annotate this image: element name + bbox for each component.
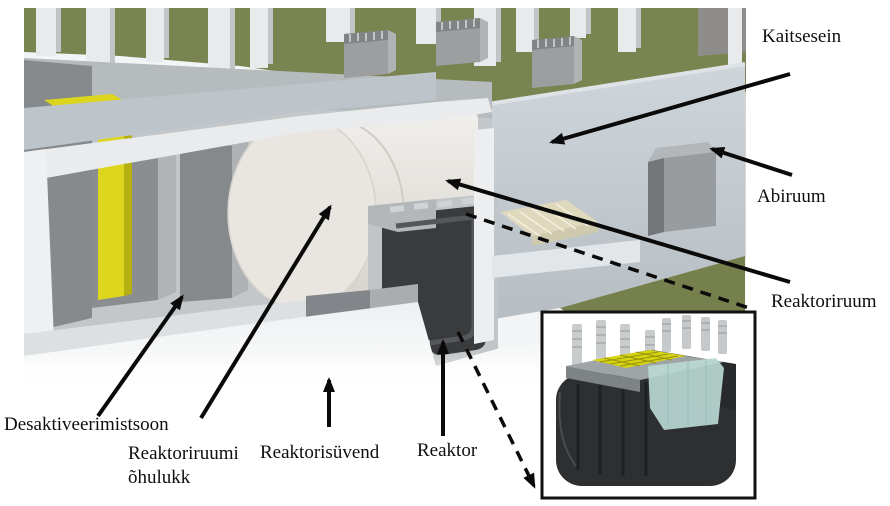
label-kaitsesein: Kaitsesein bbox=[762, 26, 842, 47]
building-render bbox=[24, 8, 746, 392]
label-abiruum: Abiruum bbox=[757, 186, 826, 207]
annotation-labels: Kaitsesein Abiruum Reaktoriruum Desaktiv… bbox=[4, 26, 877, 488]
label-reaktorisyvend: Reaktorisüvend bbox=[260, 442, 380, 463]
abiruum-arrow bbox=[709, 147, 793, 177]
label-desaktiveerimistsoon: Desaktiveerimistsoon bbox=[4, 414, 169, 435]
pool-teal bbox=[648, 358, 724, 430]
desaktiveerimistsoon-arrow bbox=[96, 294, 184, 418]
roof-vents bbox=[344, 18, 582, 88]
kaitsesein-arrow bbox=[549, 72, 791, 145]
label-ohulukk-line1: Reaktoriruumi bbox=[128, 443, 239, 464]
auxiliary-room-box bbox=[648, 142, 716, 236]
control-rod-drives-back bbox=[662, 315, 727, 354]
vessel-ribs bbox=[576, 381, 648, 476]
label-reaktoriruum: Reaktoriruum bbox=[771, 291, 877, 312]
ohulukk-arrow bbox=[199, 204, 332, 420]
vessel-highlight bbox=[558, 391, 577, 467]
inset-callout-dashed-bottom bbox=[456, 331, 536, 489]
core-grid-lines bbox=[599, 351, 679, 367]
vent-pillars bbox=[36, 8, 742, 110]
top-frame-front bbox=[566, 366, 640, 392]
reaktoriruum-arrow bbox=[445, 178, 791, 284]
label-ohulukk-line2: õhulukk bbox=[128, 467, 191, 488]
inset-reactor-vessel bbox=[556, 315, 736, 486]
label-reaktor: Reaktor bbox=[417, 440, 478, 461]
reactor-detail-inset bbox=[540, 310, 757, 500]
annotation-arrows bbox=[96, 72, 793, 489]
top-frame bbox=[566, 350, 724, 380]
inset-callout-dashed-top bbox=[465, 212, 753, 311]
